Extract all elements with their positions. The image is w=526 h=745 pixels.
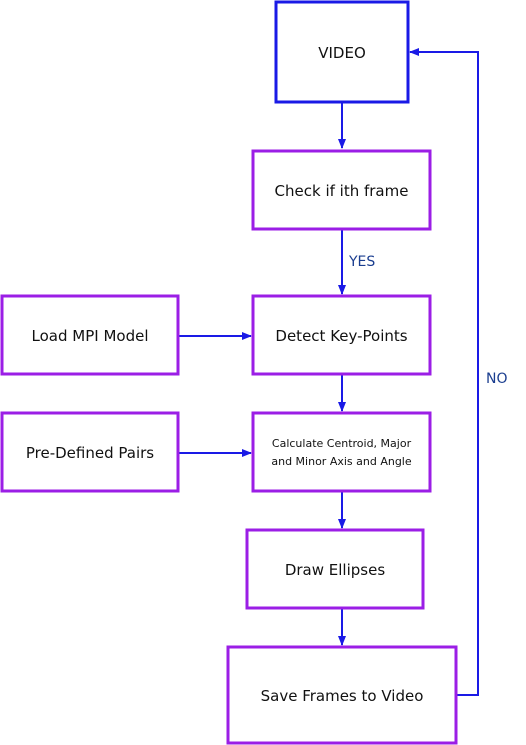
node-check-frame-label: Check if ith frame (275, 182, 409, 200)
node-save-frames[interactable]: Save Frames to Video (226, 645, 458, 745)
node-video[interactable]: VIDEO (274, 0, 410, 104)
node-load-model-box (0, 294, 180, 376)
node-predefined-pairs-label: Pre-Defined Pairs (26, 444, 154, 462)
edge-label-no: NO (486, 371, 508, 387)
node-check-frame[interactable]: Check if ith frame (251, 149, 432, 231)
node-load-model[interactable]: Load MPI Model (0, 294, 180, 376)
node-predefined-pairs-box (0, 411, 180, 493)
node-detect-keypoints[interactable]: Detect Key-Points (251, 294, 432, 376)
node-load-model-label: Load MPI Model (32, 327, 149, 345)
node-predefined-pairs[interactable]: Pre-Defined Pairs (0, 411, 180, 493)
node-save-frames-box (226, 645, 458, 745)
edges (179, 48, 479, 696)
node-detect-keypoints-box (251, 294, 432, 376)
node-save-frames-label: Save Frames to Video (261, 687, 424, 705)
edge-save-to-video-loop (409, 48, 479, 696)
node-calculate-box (251, 411, 432, 493)
node-draw-ellipses-box (245, 528, 425, 610)
node-calculate-label-line1: Calculate Centroid, Major (272, 437, 412, 450)
node-detect-keypoints-label: Detect Key-Points (275, 327, 407, 345)
node-draw-ellipses[interactable]: Draw Ellipses (245, 528, 425, 610)
node-check-frame-box (251, 149, 432, 231)
node-video-label: VIDEO (318, 44, 366, 62)
node-calculate[interactable]: Calculate Centroid, Major and Minor Axis… (251, 411, 432, 493)
node-video-box (274, 0, 410, 104)
node-draw-ellipses-label: Draw Ellipses (285, 561, 385, 579)
node-calculate-label-line2: and Minor Axis and Angle (271, 455, 412, 468)
edge-label-yes: YES (348, 254, 375, 270)
